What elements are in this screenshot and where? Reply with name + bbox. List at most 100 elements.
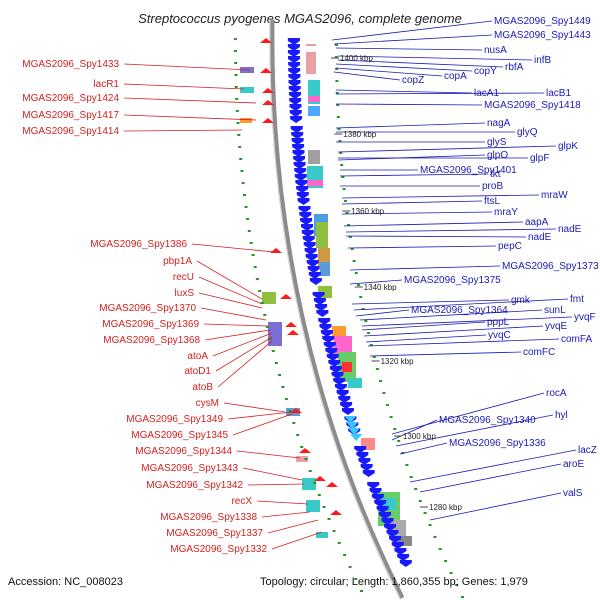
left-gene-label: atoB [192, 382, 213, 393]
right-leader-line [349, 279, 403, 285]
gene-block [240, 87, 254, 93]
forward-gene-arrow [315, 304, 328, 311]
reverse-gene-arrow [287, 330, 299, 335]
tick-dot [234, 62, 238, 64]
forward-gene-arrow [328, 360, 341, 367]
tick-dot [344, 200, 347, 202]
gene-block [334, 336, 352, 354]
right-leader-line [409, 449, 577, 483]
left-gene-label: MGAS2096_Spy1337 [166, 528, 263, 539]
forward-gene-arrow [300, 218, 313, 225]
forward-gene-arrow [369, 488, 382, 495]
forward-gene-arrow [288, 86, 301, 93]
right-gene-label: lacB1 [546, 88, 571, 99]
tick-dot [236, 122, 240, 124]
tick-dot [234, 74, 238, 76]
reverse-gene-arrow [290, 408, 302, 413]
left-gene-label: MGAS2096_Spy1332 [170, 544, 267, 555]
kbp-marker-label: 1280 kbp [429, 503, 462, 512]
reverse-gene-arrow [262, 88, 274, 93]
right-gene-label: MGAS2096_Spy1401 [420, 165, 517, 176]
forward-gene-arrow [344, 416, 357, 423]
forward-gene-arrow [296, 186, 309, 193]
right-leader-line [391, 419, 438, 441]
right-gene-label: yvqF [574, 312, 596, 323]
tick-dot [239, 158, 243, 160]
forward-gene-arrow [331, 372, 344, 379]
tick-dot [337, 128, 341, 130]
reverse-gene-arrow [314, 476, 326, 481]
tick-dot [461, 596, 464, 598]
reverse-gene-arrow [262, 118, 274, 123]
left-leader-line [223, 402, 286, 413]
forward-gene-arrow [399, 560, 412, 567]
forward-gene-arrow [299, 212, 312, 219]
forward-gene-arrow [301, 230, 314, 237]
right-leader-line [359, 309, 543, 321]
tick-dot [322, 506, 326, 508]
tick-dot [359, 296, 363, 298]
right-gene-label: glyS [487, 137, 507, 148]
tick-dot [348, 236, 352, 238]
right-gene-label: rbfA [505, 62, 524, 73]
right-gene-label: rocA [546, 388, 567, 399]
genome-backbone-highlight [269, 19, 401, 599]
tick-dot [335, 68, 339, 70]
tick-dot [405, 464, 409, 466]
gene-block [398, 536, 412, 546]
tick-dot [335, 92, 339, 94]
right-gene-label: comFC [523, 347, 555, 358]
right-gene-label: MGAS2096_Spy1418 [484, 100, 581, 111]
tick-dot [241, 182, 245, 184]
right-gene-label: ftsL [484, 196, 501, 207]
tick-dot [237, 134, 241, 136]
tick-dot [336, 116, 340, 118]
forward-gene-arrow [305, 254, 318, 261]
right-gene-label: nadE [528, 232, 552, 243]
forward-gene-arrow [297, 198, 310, 205]
tick-dot [444, 560, 448, 562]
tick-dot [263, 314, 267, 316]
right-gene-label: hyl [555, 410, 568, 421]
left-leader-line [227, 411, 293, 420]
right-gene-label: yvqC [488, 330, 511, 341]
forward-gene-arrow [303, 242, 316, 249]
right-gene-label: aroE [563, 459, 584, 470]
forward-gene-arrow [320, 330, 333, 337]
tick-dot [296, 434, 300, 436]
right-leader-line [333, 71, 401, 81]
forward-gene-arrow [340, 402, 353, 409]
right-gene-label: glpK [558, 141, 578, 152]
left-gene-label: MGAS2096_Spy1417 [22, 110, 119, 121]
forward-gene-arrow [287, 44, 300, 51]
reverse-gene-arrow [260, 68, 272, 73]
left-gene-label: MGAS2096_Spy1369 [102, 319, 199, 330]
right-leader-line [337, 59, 504, 68]
tick-dot [244, 206, 248, 208]
tick-dot [367, 332, 370, 334]
right-gene-label: MGAS2096_Spy1336 [449, 438, 546, 449]
forward-gene-arrow [384, 524, 396, 531]
right-leader-line [339, 173, 489, 177]
right-leader-line [399, 442, 448, 455]
forward-gene-arrow [322, 336, 335, 343]
right-gene-label: MGAS2096_Spy1340 [439, 415, 536, 426]
left-leader-line [247, 483, 305, 486]
gene-block [348, 378, 362, 388]
forward-gene-arrow [291, 132, 304, 139]
right-leader-line [391, 392, 545, 435]
forward-gene-arrow [287, 50, 300, 57]
forward-gene-arrow [294, 168, 307, 175]
reverse-gene-arrow [285, 322, 297, 327]
tick-dot [428, 524, 432, 526]
right-leader-line [369, 351, 522, 357]
forward-gene-arrow [288, 56, 300, 63]
tick-dot [354, 272, 358, 274]
gene-block [240, 118, 252, 123]
kbp-marker-label: 1320 kbp [381, 357, 414, 366]
gene-block [262, 292, 276, 304]
tick-dot [382, 392, 386, 394]
forward-gene-arrow [288, 80, 301, 87]
gene-block [296, 456, 308, 462]
gene-blocks [240, 44, 412, 546]
